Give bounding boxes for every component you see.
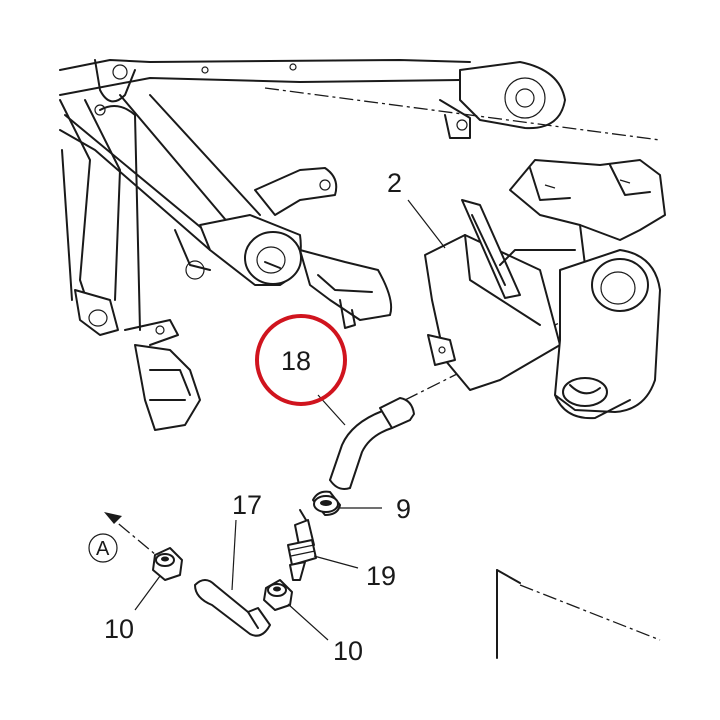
detail-view-border [496,569,521,659]
callout-2: 2 [387,168,402,198]
view-marker-a: A [88,533,118,563]
part-19-valve [287,509,317,581]
frame-assembly [59,59,566,431]
part-17-elbow-hose [194,579,271,637]
direction-arrow [104,512,122,524]
callout-10-left: 10 [104,614,134,644]
part-9-clamp [312,490,341,516]
callout-17: 17 [232,490,262,520]
callout-19: 19 [366,561,396,591]
part-18-hose [329,397,415,490]
view-marker-label: A [96,538,110,560]
callout-10-right: 10 [333,636,363,666]
part-10-nut-right [263,579,293,611]
part-10-nut-left [152,547,183,581]
callout-9: 9 [396,494,411,524]
highlight-circle [255,314,347,406]
callout-18: 18 [281,346,311,376]
part-2-housing [424,159,666,420]
